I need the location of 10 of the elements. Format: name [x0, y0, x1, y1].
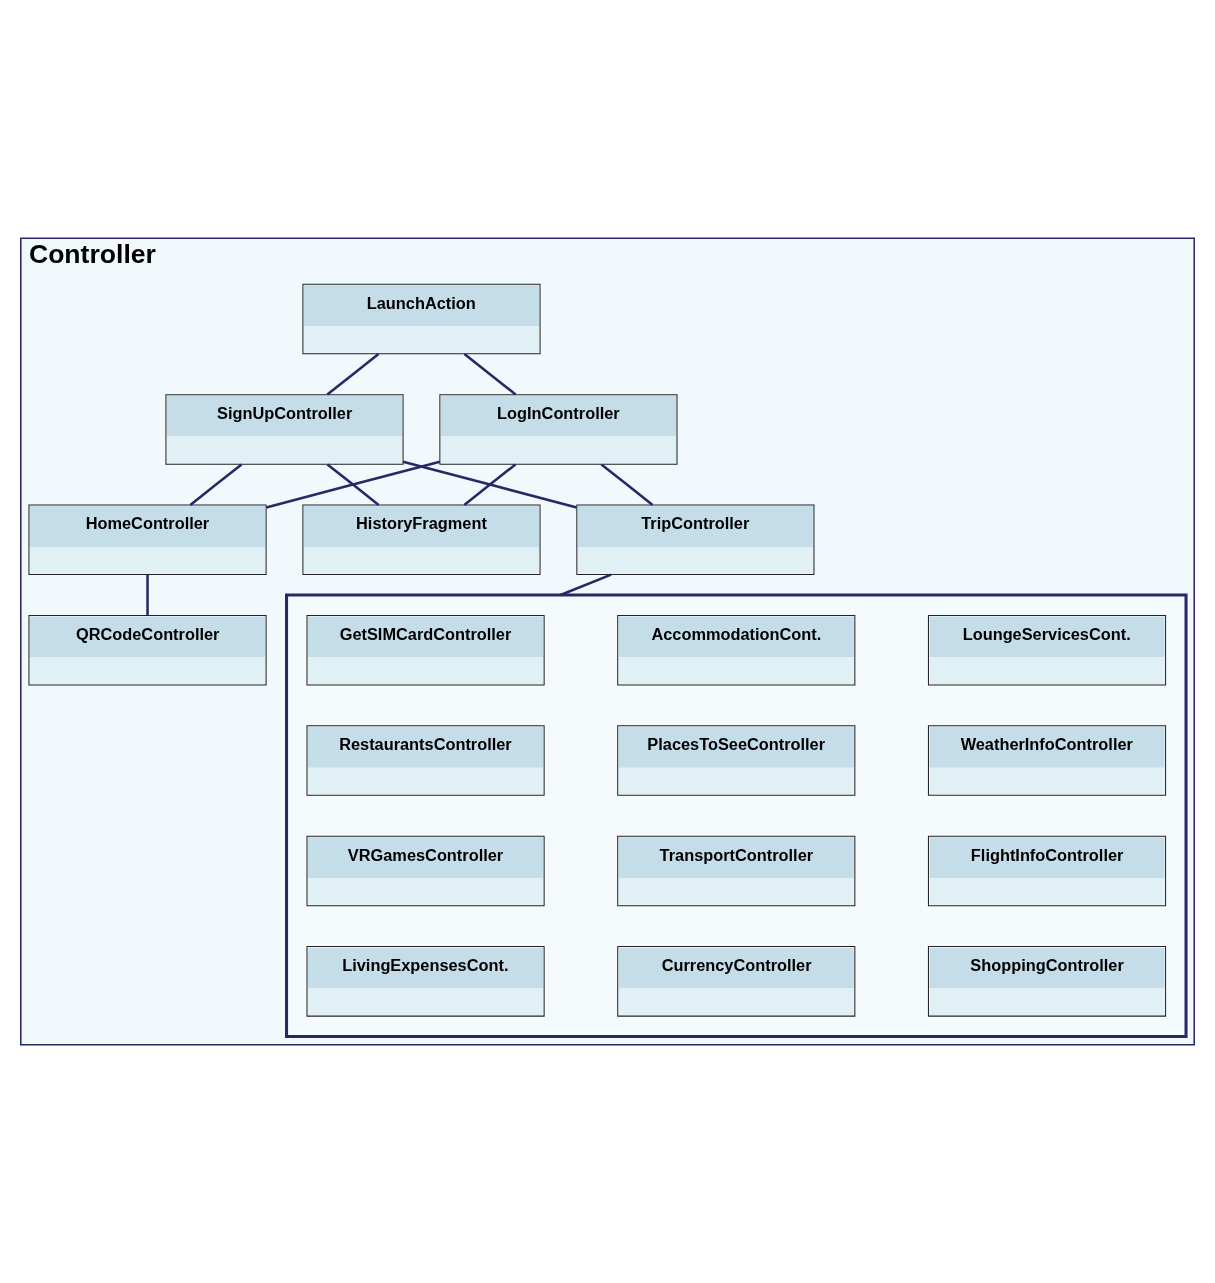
connector [402, 460, 577, 509]
connector [463, 463, 517, 506]
connector [146, 574, 149, 616]
connector [265, 460, 441, 509]
connector [326, 353, 380, 396]
cluster [285, 593, 1188, 1039]
connector [463, 353, 517, 396]
connector [326, 463, 380, 506]
connector [600, 463, 654, 506]
connector [189, 463, 243, 506]
